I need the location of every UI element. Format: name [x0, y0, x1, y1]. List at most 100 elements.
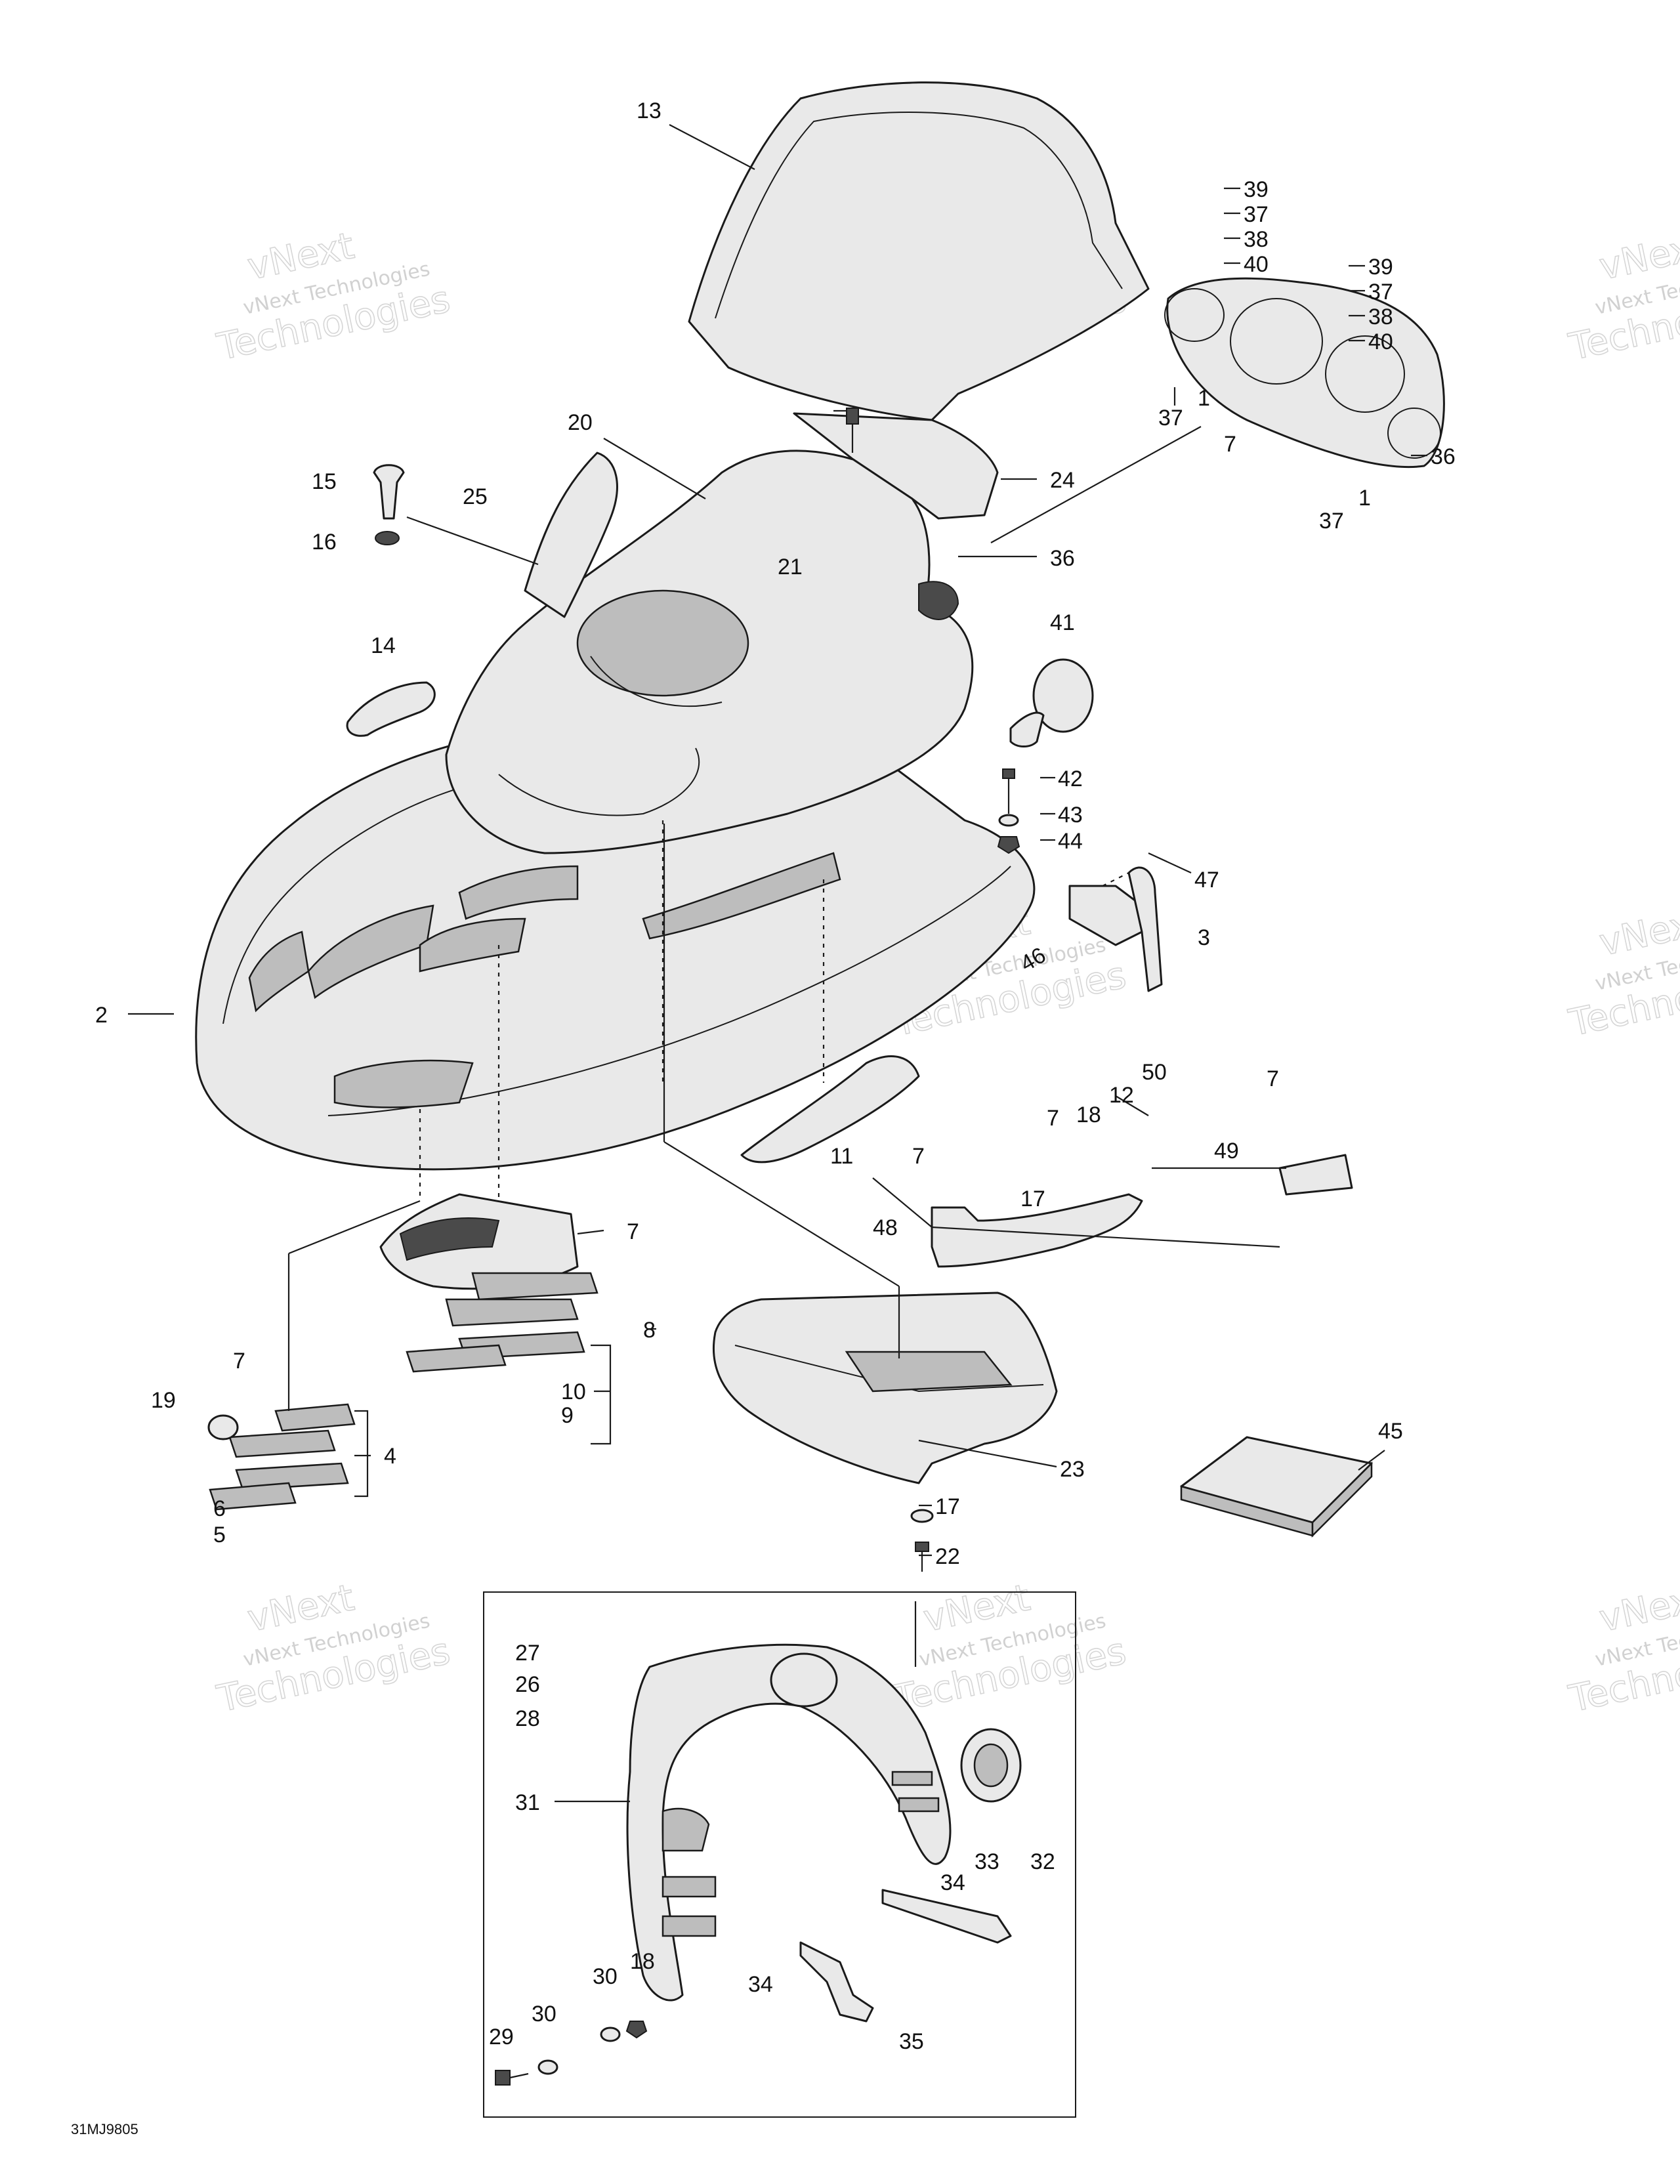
- watermark-line1: vNext: [1596, 224, 1680, 289]
- callout-7: 7: [1224, 432, 1236, 457]
- callout-33: 33: [975, 1849, 999, 1874]
- callout-22: 22: [935, 1544, 960, 1569]
- callout-11: 11: [830, 1144, 853, 1169]
- callout-38: 38: [1244, 227, 1269, 252]
- assembly-lines: [287, 820, 1129, 1411]
- console-panel-part: [793, 412, 999, 520]
- watermark: vNext vNext Technologies Technologies: [1564, 224, 1680, 369]
- hood-part: [195, 727, 1036, 1171]
- callout-37: 37: [1319, 509, 1344, 534]
- callout-18: 18: [630, 1949, 655, 1974]
- callout-10: 10: [561, 1379, 586, 1404]
- storage-tray-part: [712, 1292, 1058, 1484]
- callout-27: 27: [515, 1641, 540, 1666]
- vent-ring-part: [960, 1728, 1022, 1803]
- parts-layer: [195, 81, 1445, 2118]
- watermark-line1: vNext: [1596, 900, 1680, 965]
- callout-7: 7: [912, 1144, 925, 1169]
- callout-7: 7: [233, 1349, 245, 1374]
- callout-40: 40: [1368, 329, 1393, 354]
- rivet-part: [373, 464, 405, 545]
- bracket-part: [1068, 866, 1163, 992]
- bumper-rail-part: [931, 1193, 1143, 1268]
- callout-17: 17: [1020, 1186, 1045, 1211]
- callout-7: 7: [1047, 1106, 1059, 1131]
- watermark: vNext vNext Technologies Technologies: [1564, 1576, 1680, 1721]
- callout-38: 38: [1368, 304, 1393, 329]
- callout-34: 34: [940, 1870, 965, 1895]
- side-deflector-part: [524, 452, 618, 618]
- callout-31: 31: [515, 1790, 540, 1815]
- figure-code: 31MJ9805: [71, 2121, 138, 2137]
- callout-30: 30: [593, 1964, 618, 1989]
- inner-liner-part: [626, 1643, 952, 2002]
- cable-guide-part: [740, 1055, 920, 1164]
- callout-16: 16: [312, 530, 337, 555]
- tray-fasteners-part: [910, 1509, 934, 1572]
- callout-35: 35: [899, 2029, 924, 2054]
- callout-18: 18: [1076, 1102, 1101, 1127]
- callout-5: 5: [213, 1522, 226, 1547]
- callout-47: 47: [1194, 868, 1219, 892]
- grab-handle-part: [346, 681, 436, 737]
- foam-pad-part: [1180, 1436, 1373, 1538]
- watermark: vNext vNext Technologies Technologies: [889, 1576, 1130, 1721]
- callout-4: 4: [384, 1444, 396, 1469]
- callout-13: 13: [637, 98, 662, 123]
- callout-25: 25: [463, 484, 488, 509]
- callout-32: 32: [1030, 1849, 1055, 1874]
- callout-37: 37: [1158, 406, 1183, 430]
- screw-part: [846, 408, 859, 453]
- callout-3: 3: [1198, 925, 1210, 950]
- callout-37: 37: [1244, 202, 1269, 227]
- liner-fasteners-part: [495, 2021, 648, 2086]
- windshield-part: [688, 81, 1150, 421]
- callout-50: 50: [1142, 1060, 1167, 1085]
- callout-8: 8: [643, 1318, 656, 1343]
- callout-48: 48: [873, 1215, 898, 1240]
- callout-1: 1: [1358, 486, 1371, 511]
- watermark: vNext vNext Technologies Technologies: [1564, 900, 1680, 1045]
- strap-upper-part: [881, 1889, 1012, 1944]
- callout-19: 19: [151, 1388, 176, 1413]
- callout-29: 29: [489, 2025, 514, 2049]
- mirror-part: [1009, 658, 1094, 747]
- watermark: vNext vNext Technologies Technologies: [213, 224, 454, 369]
- leader-lines: [128, 124, 1427, 1803]
- callout-7: 7: [627, 1219, 639, 1244]
- callout-23: 23: [1060, 1457, 1085, 1482]
- callout-1: 1: [1198, 386, 1210, 411]
- callout-37: 37: [1368, 280, 1393, 304]
- callout-36: 36: [1050, 546, 1075, 571]
- callout-21: 21: [778, 555, 803, 579]
- mirror-fasteners-part: [997, 768, 1020, 854]
- callout-34: 34: [748, 1972, 773, 1997]
- callout-2: 2: [95, 1003, 108, 1028]
- callout-40: 40: [1244, 252, 1269, 277]
- callout-42: 42: [1058, 766, 1083, 791]
- callout-17: 17: [935, 1494, 960, 1519]
- callout-14: 14: [371, 633, 396, 658]
- callout-44: 44: [1058, 829, 1083, 854]
- lower-grille-part: [207, 1403, 356, 1511]
- callout-15: 15: [312, 469, 337, 494]
- grille-assembly-part: [379, 1193, 598, 1373]
- callouts: 13 39 37 38 40 39 37 38 40 37 1 7 36 1 3…: [95, 98, 1456, 2054]
- cowl-part: [445, 450, 974, 854]
- callout-7: 7: [1267, 1066, 1279, 1091]
- callout-12: 12: [1109, 1083, 1134, 1108]
- callout-36: 36: [1431, 444, 1456, 469]
- strap-lower-part: [799, 1941, 874, 2023]
- watermark: vNext vNext Technologies Technologies: [213, 1576, 454, 1721]
- callout-43: 43: [1058, 803, 1083, 828]
- callout-24: 24: [1050, 468, 1075, 493]
- callout-45: 45: [1378, 1419, 1403, 1444]
- callout-41: 41: [1050, 610, 1075, 635]
- callout-49: 49: [1214, 1139, 1239, 1164]
- callout-39: 39: [1368, 255, 1393, 280]
- reinforcement-plate-part: [1278, 1154, 1353, 1196]
- callout-30: 30: [532, 2002, 556, 2026]
- callout-26: 26: [515, 1672, 540, 1697]
- callout-28: 28: [515, 1706, 540, 1731]
